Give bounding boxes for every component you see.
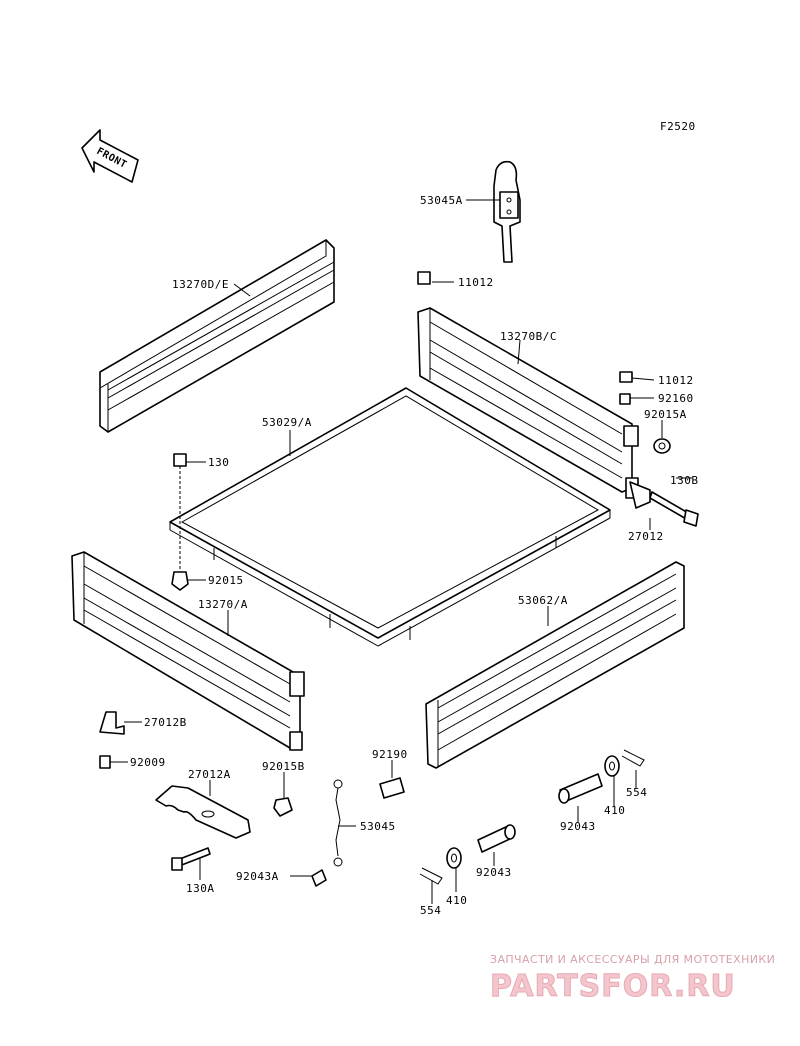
leader-lines	[110, 199, 692, 904]
clip-554-left	[419, 867, 443, 885]
label-130B: 130B	[670, 474, 699, 487]
label-554-left: 554	[420, 904, 441, 917]
washer-410-left	[446, 847, 462, 869]
front-arrow-icon: FRONT	[81, 129, 139, 183]
cap-11012-top	[417, 271, 431, 285]
label-92190: 92190	[372, 748, 408, 761]
label-92015A: 92015A	[644, 408, 687, 421]
label-410-left: 410	[446, 894, 467, 907]
label-92160: 92160	[658, 392, 694, 405]
pin-92043-center	[477, 824, 516, 853]
label-92009: 92009	[130, 756, 166, 769]
washer-410-right	[604, 755, 620, 777]
label-11012-top: 11012	[458, 276, 494, 289]
label-13270DE: 13270D/E	[172, 278, 229, 291]
bracket-27012B	[99, 711, 125, 735]
hinge-plate-27012A	[155, 785, 251, 839]
label-53062A: 53062/A	[518, 594, 568, 607]
cable-53045	[333, 779, 343, 867]
screw-92009	[99, 755, 111, 769]
label-53045A: 53045A	[420, 194, 463, 207]
label-410-right: 410	[604, 804, 625, 817]
right-fasteners	[619, 371, 699, 527]
side-panel-13270BC	[417, 307, 639, 499]
watermark-brand: PARTSFOR.RU	[490, 969, 736, 1004]
label-130A: 130A	[186, 882, 215, 895]
label-27012: 27012	[628, 530, 664, 543]
figure-code: F2520	[660, 120, 696, 133]
rear-gate-13270DE	[99, 239, 335, 433]
label-92043-right: 92043	[560, 820, 596, 833]
label-554-right: 554	[626, 786, 647, 799]
bolt-130A	[171, 847, 211, 871]
label-92015B: 92015B	[262, 760, 305, 773]
label-27012A: 27012A	[188, 768, 231, 781]
pin-92043-right	[558, 773, 603, 804]
label-13270BC: 13270B/C	[500, 330, 557, 343]
label-92043-center: 92043	[476, 866, 512, 879]
part-labels: 53045A 11012 13270D/E 13270B/C 11012 921…	[130, 194, 699, 917]
pin-92190	[379, 777, 405, 799]
label-130: 130	[208, 456, 229, 469]
label-92015: 92015	[208, 574, 244, 587]
label-92043A: 92043A	[236, 870, 279, 883]
clip-554-right	[621, 749, 645, 767]
tailgate-53062A	[425, 561, 685, 769]
label-11012-right: 11012	[658, 374, 694, 387]
side-panel-13270A	[71, 551, 305, 751]
label-53045: 53045	[360, 820, 396, 833]
latch-handle-53045A	[493, 160, 521, 263]
bed-frame-53029A	[169, 387, 611, 647]
watermark: ЗАПЧАСТИ И АКСЕССУАРЫ ДЛЯ МОТОТЕХНИКИ PA…	[490, 953, 775, 1005]
clip-92043A	[311, 869, 327, 887]
nut-92015B	[273, 797, 293, 817]
bolt-130	[171, 453, 189, 591]
label-13270A: 13270/A	[198, 598, 248, 611]
label-53029A: 53029/A	[262, 416, 312, 429]
label-27012B: 27012B	[144, 716, 187, 729]
watermark-subtitle: ЗАПЧАСТИ И АКСЕССУАРЫ ДЛЯ МОТОТЕХНИКИ	[490, 953, 775, 966]
